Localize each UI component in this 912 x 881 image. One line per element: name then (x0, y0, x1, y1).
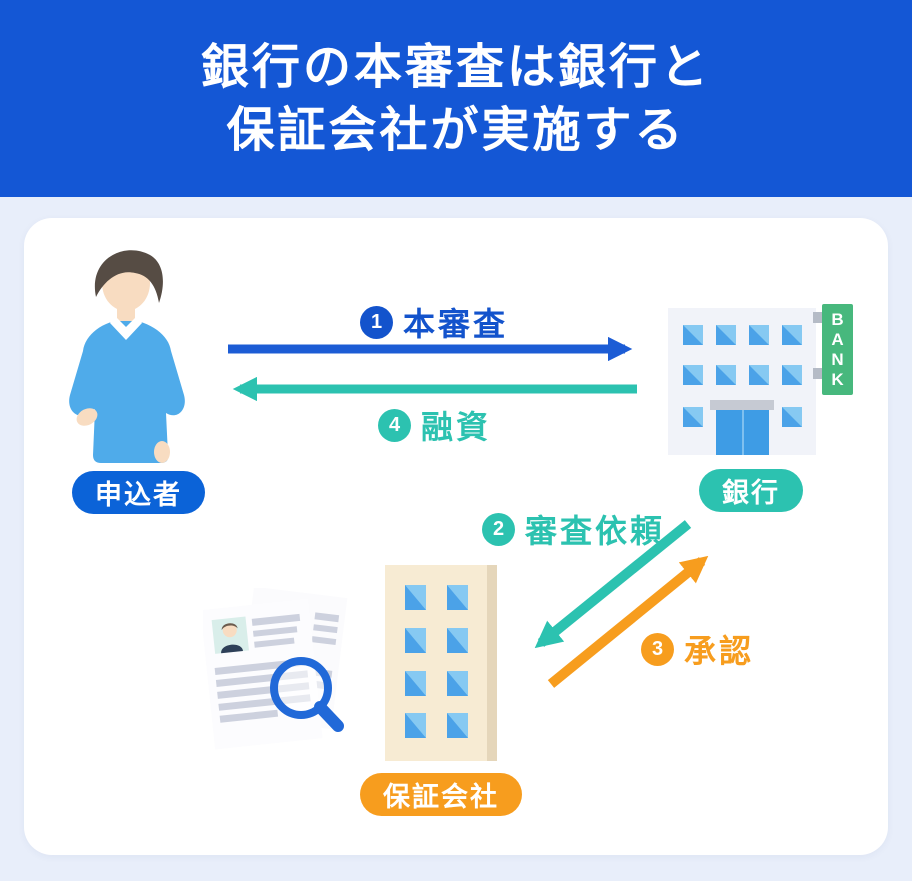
collar (110, 316, 142, 340)
flow-label-approval: 3 承認 (641, 626, 754, 672)
sweater (69, 319, 185, 463)
step-4-number: 4 (378, 408, 411, 442)
bank-building-icon (668, 308, 816, 455)
flow-label-loan: 4 融資 (378, 402, 491, 448)
bank-sign-text: BANK (831, 309, 844, 389)
applicant-person-icon (69, 250, 185, 463)
title-line-2: 保証会社が実施する (226, 103, 686, 157)
guarantor-building-icon (385, 565, 497, 761)
header: 銀行の本審査は銀行と 保証会社が実施する (0, 0, 912, 197)
step-1-number: 1 (360, 305, 393, 339)
documents-icon (203, 588, 348, 750)
step-3-label: 承認 (684, 633, 755, 669)
flow-label-main-screening: 1 本審査 (360, 299, 508, 345)
step-4-label: 融資 (421, 409, 492, 445)
guarantor-badge: 保証会社 (360, 773, 522, 816)
applicant-label: 申込者 (95, 480, 182, 510)
applicant-badge: 申込者 (72, 471, 205, 514)
door-divider (742, 410, 744, 455)
guarantor-label: 保証会社 (383, 782, 499, 812)
page-title: 銀行の本審査は銀行と 保証会社が実施する (201, 36, 711, 162)
sign-bracket-top (813, 312, 823, 323)
step-3-number: 3 (641, 632, 674, 666)
right-hand (154, 441, 170, 463)
step-2-label: 審査依頼 (525, 513, 666, 549)
step-2-number: 2 (482, 512, 515, 546)
sign-bracket-bottom (813, 368, 823, 379)
step-1-label: 本審査 (403, 306, 509, 342)
bank-sign: BANK (822, 304, 853, 395)
guarantor-side (487, 565, 497, 761)
title-line-1: 銀行の本審査は銀行と (200, 40, 711, 94)
door-lintel (710, 400, 774, 410)
left-hand (76, 408, 98, 426)
magnifier-icon (270, 657, 344, 732)
guarantor-body (385, 565, 487, 761)
bank-label: 銀行 (722, 478, 780, 508)
flow-label-screening-request: 2 審査依頼 (482, 506, 665, 552)
bank-badge: 銀行 (699, 469, 803, 512)
hair (94, 250, 163, 303)
